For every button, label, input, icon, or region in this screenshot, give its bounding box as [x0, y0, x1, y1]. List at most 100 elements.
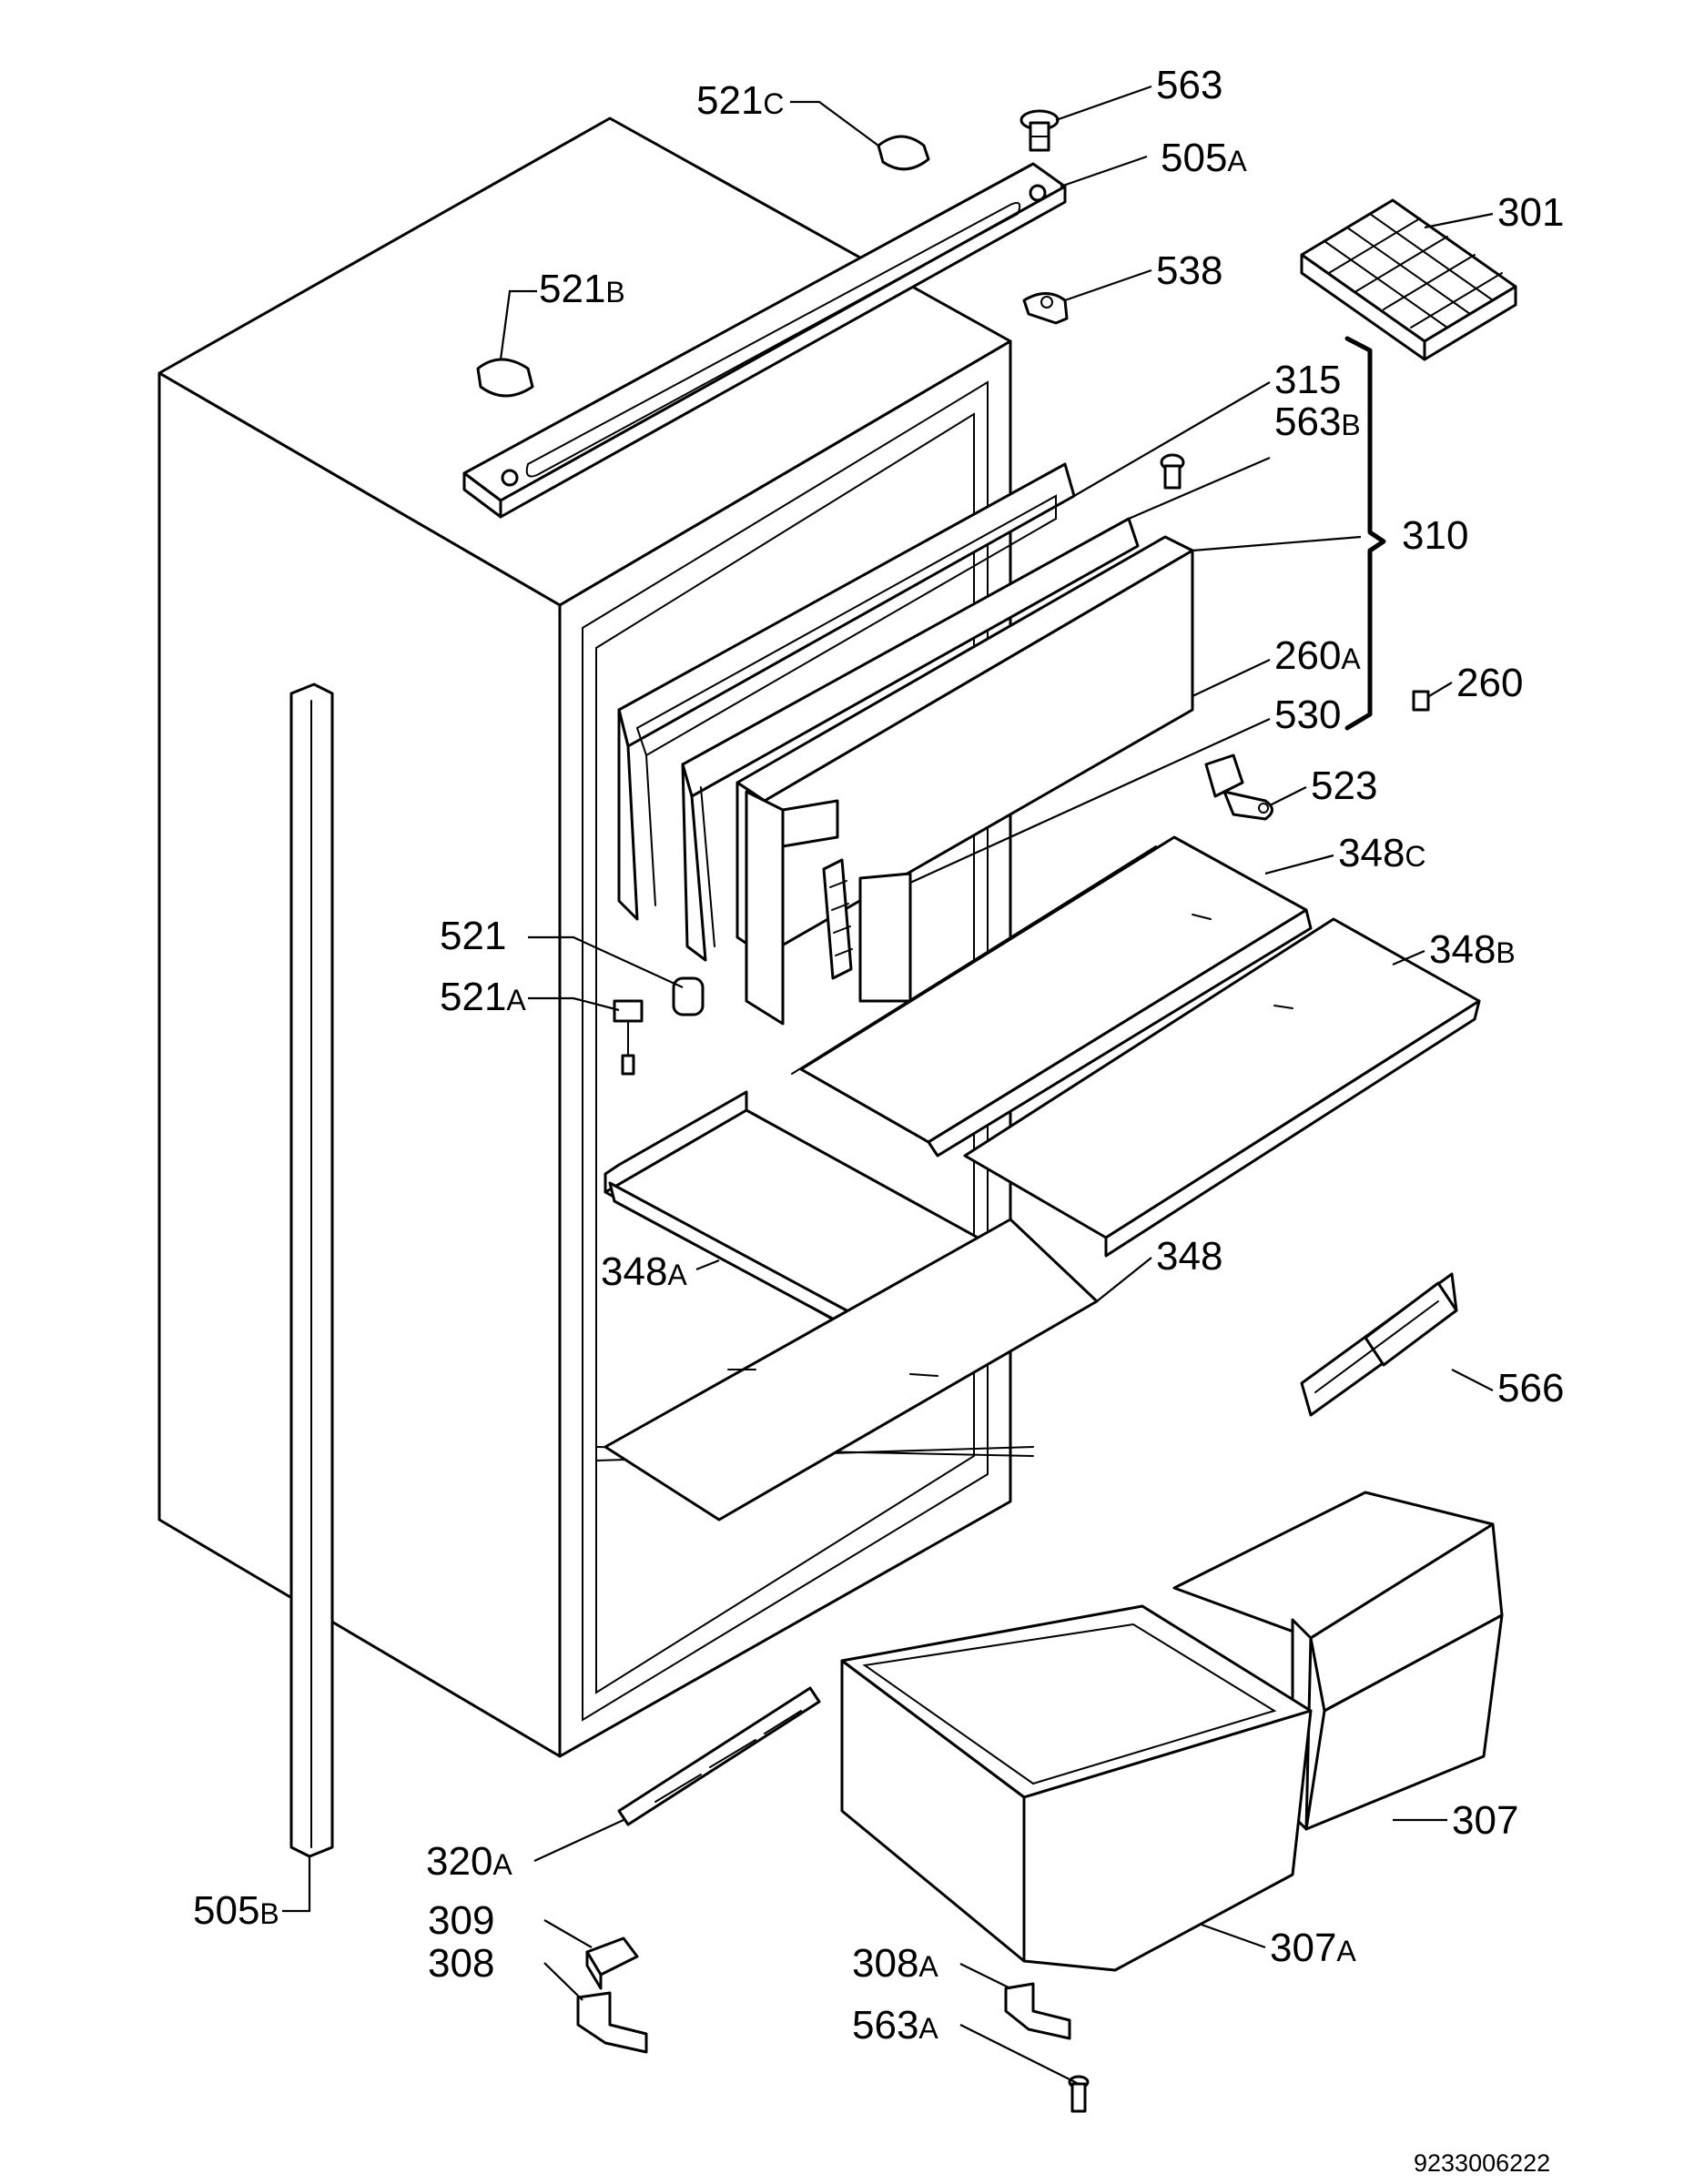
callout-suffix: B	[605, 276, 624, 308]
lamp-holder-523	[1204, 753, 1273, 821]
callout-number: 538	[1156, 248, 1222, 293]
callout-number: 320	[426, 1839, 492, 1884]
callout-521: 521	[440, 914, 506, 958]
callout-310: 310	[1402, 513, 1468, 558]
callout-number: 563	[852, 2003, 918, 2048]
callout-number: 521	[440, 914, 506, 958]
callout-505b: 505B	[193, 1888, 279, 1933]
callout-505a: 505A	[1161, 136, 1247, 180]
callout-260: 260	[1456, 661, 1523, 705]
glass-shelf-348b	[963, 917, 1481, 1258]
callout-566: 566	[1497, 1366, 1564, 1410]
callout-suffix: C	[1405, 840, 1425, 873]
door-strip-505b	[289, 682, 334, 1858]
cover-cap-521c	[877, 135, 930, 171]
screw-563	[1019, 109, 1060, 152]
callout-number: 260	[1274, 633, 1341, 678]
callout-307: 307	[1452, 1798, 1518, 1843]
callout-suffix: A	[1227, 145, 1247, 177]
callout-348b: 348B	[1429, 927, 1516, 972]
hinge-bar-505a	[462, 162, 1067, 519]
callout-number: 307	[1452, 1798, 1518, 1843]
callout-309: 309	[428, 1898, 494, 1943]
bracket-308a	[1004, 1982, 1071, 2040]
cover-cap-521b	[476, 358, 534, 398]
callout-number: 523	[1311, 763, 1377, 808]
callout-suffix: A	[492, 1848, 512, 1881]
bracket-320a	[617, 1686, 821, 1826]
callout-563: 563	[1156, 63, 1222, 107]
callout-523: 523	[1311, 763, 1377, 808]
callout-number: 521	[696, 78, 763, 123]
callout-suffix: B	[1341, 409, 1360, 441]
callout-number: 348	[1429, 927, 1496, 972]
callout-number: 348	[601, 1249, 667, 1294]
screw-563a	[1068, 2075, 1090, 2113]
callout-number: 308	[428, 1941, 494, 1986]
hinge-pin-538	[1022, 292, 1069, 325]
callout-number: 521	[539, 267, 605, 311]
callout-number: 566	[1497, 1366, 1564, 1410]
callout-530: 530	[1274, 693, 1341, 737]
callout-number: 505	[193, 1888, 259, 1933]
callout-348a: 348A	[601, 1249, 687, 1294]
callout-260a: 260A	[1274, 633, 1361, 678]
callout-521a: 521A	[440, 975, 526, 1019]
callout-563b: 563B	[1274, 399, 1361, 444]
callout-suffix: A	[918, 1950, 938, 1983]
callout-308: 308	[428, 1941, 494, 1986]
callout-number: 310	[1402, 513, 1468, 558]
callout-suffix: B	[1496, 936, 1515, 969]
callout-348c: 348C	[1338, 831, 1426, 875]
callout-number: 260	[1456, 661, 1523, 705]
leader-lines	[282, 85, 1494, 2085]
callout-521b: 521B	[539, 267, 625, 311]
callout-number: 348	[1338, 831, 1405, 875]
fastener-563b	[1160, 453, 1185, 490]
freezer-flap-530	[745, 790, 912, 1026]
callout-number: 315	[1274, 358, 1341, 402]
callout-number: 307	[1270, 1926, 1336, 1970]
group-bracket-310	[1344, 336, 1386, 731]
callout-315: 315	[1274, 358, 1341, 402]
knob-521	[672, 976, 705, 1016]
callout-number: 530	[1274, 693, 1341, 737]
callout-suffix: A	[1336, 1935, 1356, 1967]
pin-521a	[613, 999, 644, 1076]
callout-suffix: A	[506, 984, 526, 1016]
glass-shelf-348c	[791, 835, 1313, 1158]
callout-number: 521	[440, 975, 506, 1019]
callout-308a: 308A	[852, 1941, 938, 1986]
callout-348: 348	[1156, 1234, 1222, 1279]
callout-number: 505	[1161, 136, 1227, 180]
clip-260	[1412, 690, 1430, 712]
callout-suffix: A	[918, 2012, 938, 2045]
callout-suffix: A	[1341, 642, 1361, 675]
callout-521c: 521C	[696, 78, 785, 123]
freezer-seal	[681, 517, 1140, 962]
freezer-frame-315	[617, 462, 1076, 921]
block-309	[585, 1936, 639, 1990]
callout-number: 563	[1274, 399, 1341, 444]
document-number: 9233006222	[1414, 2149, 1550, 2177]
callout-number: 563	[1156, 63, 1222, 107]
callout-307a: 307A	[1270, 1926, 1356, 1970]
bracket-308	[576, 1991, 648, 2054]
ice-tray-301	[1300, 198, 1517, 361]
callout-number: 301	[1497, 190, 1564, 235]
callout-suffix: B	[259, 1897, 279, 1930]
callout-563a: 563A	[852, 2003, 938, 2048]
crisper-drawer-307a	[840, 1604, 1313, 1972]
callout-301: 301	[1497, 190, 1564, 235]
callout-number: 348	[1156, 1234, 1222, 1279]
callout-suffix: C	[763, 87, 784, 120]
crisper-drawer-307	[1172, 1491, 1504, 1831]
callout-538: 538	[1156, 248, 1222, 293]
callout-suffix: A	[667, 1259, 687, 1291]
rack-566	[1300, 1272, 1458, 1417]
callout-320a: 320A	[426, 1839, 512, 1884]
callout-number: 309	[428, 1898, 494, 1943]
callout-number: 308	[852, 1941, 918, 1986]
